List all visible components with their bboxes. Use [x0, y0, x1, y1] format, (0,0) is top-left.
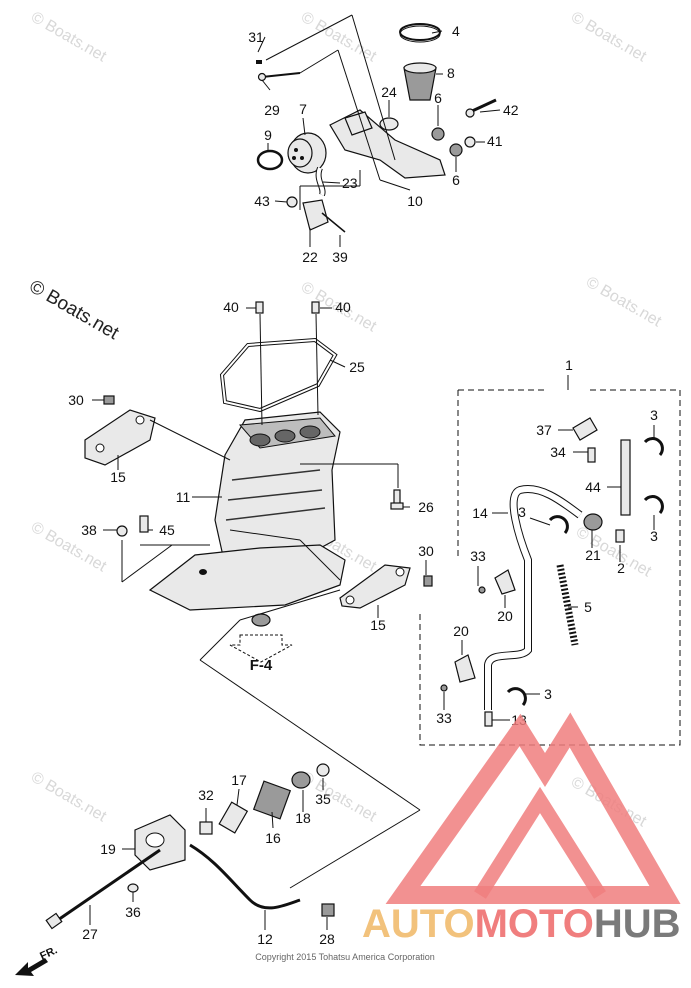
grommet-6 [431, 127, 445, 141]
logo-part3: HUB [594, 902, 681, 946]
plate-22 [302, 199, 329, 231]
automotohub-logo: AUTOMOTOHUB [362, 712, 681, 946]
cover-15-left [84, 409, 156, 466]
callout-33a: 33 [470, 548, 486, 564]
callout-19: 19 [100, 841, 116, 857]
callout-33b: 33 [436, 710, 452, 726]
callout-22: 22 [302, 249, 318, 265]
top-leaders [257, 14, 501, 247]
callout-30a: 30 [68, 392, 84, 408]
plate-bottom [148, 544, 346, 611]
callout-45: 45 [159, 522, 175, 538]
middle-leaders [92, 307, 427, 889]
callout-16: 16 [265, 830, 281, 846]
bottom-assembly [15, 763, 335, 976]
nut-41 [464, 136, 476, 148]
callout-3c: 3 [650, 528, 658, 544]
callout-27: 27 [82, 926, 98, 942]
callout-28: 28 [319, 931, 335, 947]
logo-part1: AUTO [362, 902, 475, 946]
callout-15b: 15 [370, 617, 386, 633]
callout-32: 32 [198, 787, 214, 803]
ref-label-f4: F-4 [250, 657, 273, 674]
callout-23: 23 [342, 175, 358, 191]
callout-40b: 40 [335, 299, 351, 315]
callout-40a: 40 [223, 299, 239, 315]
callout-15a: 15 [110, 469, 126, 485]
callout-6b: 6 [452, 172, 460, 188]
copyright-text: Copyright 2015 Tohatsu America Corporati… [255, 952, 434, 962]
callout-4: 4 [452, 23, 460, 39]
direction-label: FR. [38, 944, 59, 962]
watermark-text: © Boats.net [28, 9, 110, 66]
callout-20a: 20 [497, 608, 513, 624]
callout-29: 29 [264, 102, 280, 118]
callout-44: 44 [585, 479, 601, 495]
callout-26: 26 [418, 499, 434, 515]
watermark-main: © Boats.net [26, 276, 123, 344]
callout-39: 39 [332, 249, 348, 265]
callout-7: 7 [299, 101, 307, 117]
hose-kit-box [419, 375, 681, 746]
callout-5: 5 [584, 599, 592, 615]
callout-30b: 30 [418, 543, 434, 559]
cover-15-right [339, 564, 411, 609]
band-9 [256, 149, 284, 171]
callout-1: 1 [565, 357, 573, 373]
callout-3a: 3 [650, 407, 658, 423]
band-4 [399, 23, 441, 41]
callout-14: 14 [472, 505, 488, 521]
bottom-leaders [89, 778, 328, 930]
logo-part2: MOTO [475, 902, 594, 946]
callout-21: 21 [585, 547, 601, 563]
callout-42: 42 [503, 102, 519, 118]
callout-6a: 6 [434, 90, 442, 106]
watermark-text: © Boats.net [568, 9, 650, 66]
callout-24: 24 [381, 84, 397, 100]
callout-25: 25 [349, 359, 365, 375]
callout-2: 2 [617, 560, 625, 576]
callout-8: 8 [447, 65, 455, 81]
logo-text: AUTOMOTOHUB [362, 902, 681, 946]
oil-case-11 [214, 411, 341, 571]
callout-36: 36 [125, 904, 141, 920]
callout-38: 38 [81, 522, 97, 538]
callout-20b: 20 [453, 623, 469, 639]
callout-3d: 3 [544, 686, 552, 702]
watermark-text: © Boats.net [28, 769, 110, 826]
watermark-text: © Boats.net [583, 274, 665, 331]
callout-10: 10 [407, 193, 423, 209]
right-leaders [443, 425, 655, 721]
callout-11: 11 [176, 489, 191, 505]
grommet-6 [449, 143, 463, 157]
watermark-text: © Boats.net [28, 519, 110, 576]
callout-12: 12 [257, 931, 273, 947]
middle-assembly [84, 301, 433, 663]
callout-3b: 3 [518, 504, 526, 520]
callout-18: 18 [295, 810, 311, 826]
callout-17: 17 [231, 772, 247, 788]
callouts: 31 4 8 29 7 24 6 42 9 41 6 23 10 43 22 3… [68, 23, 658, 947]
top-assembly [256, 23, 497, 233]
callout-43: 43 [254, 193, 270, 209]
callout-34: 34 [550, 444, 566, 460]
callout-41: 41 [487, 133, 503, 149]
callout-35: 35 [315, 791, 331, 807]
callout-31: 31 [248, 29, 264, 45]
callout-9: 9 [264, 127, 272, 143]
callout-37: 37 [536, 422, 552, 438]
plug-24 [379, 117, 399, 131]
